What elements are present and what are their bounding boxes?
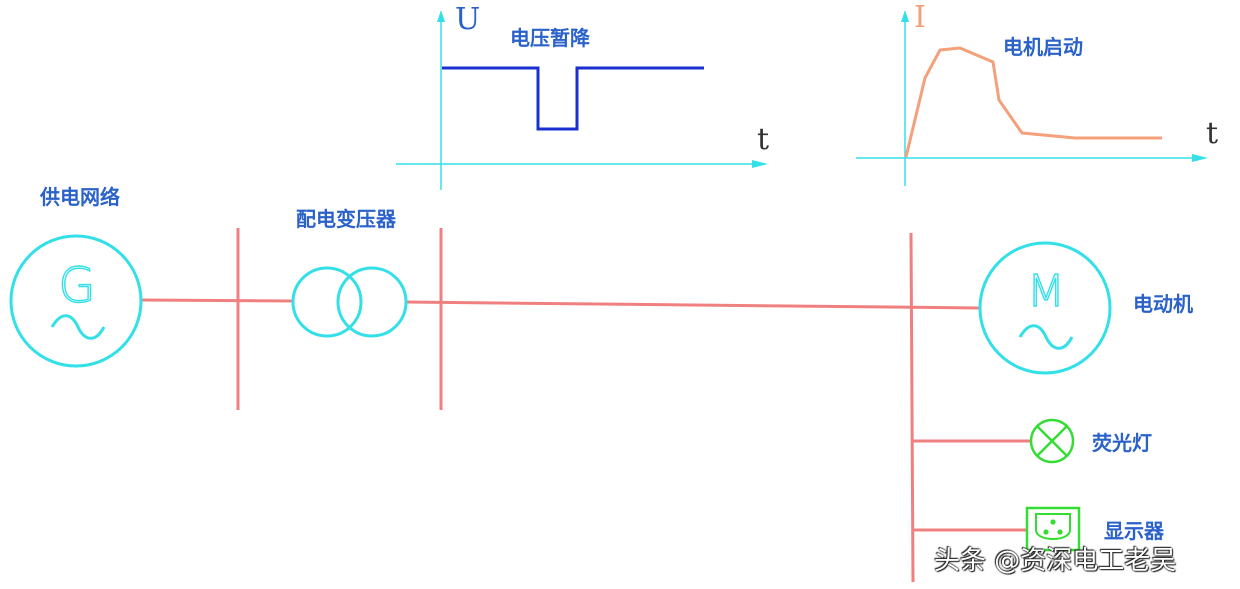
generator-symbol: G <box>9 234 143 368</box>
generator-sine-icon <box>50 314 106 340</box>
monitor-socket-icon <box>1035 513 1071 540</box>
power-lines <box>141 228 1030 583</box>
current-x-axis-label: t <box>1206 116 1219 151</box>
lamp-symbol <box>1029 418 1075 464</box>
motor-circle <box>978 241 1112 375</box>
lamp-circle <box>1029 418 1075 464</box>
watermark: 头条 @资深电工老吴 <box>934 546 1177 576</box>
sag-plot-title: 电压暂降 <box>510 26 590 50</box>
voltage-sag-plot <box>396 10 768 190</box>
voltage-y-axis-label: U <box>455 2 481 37</box>
motor-letter: M <box>1027 266 1065 317</box>
current-x-arrow <box>1192 154 1208 162</box>
monitor-symbol <box>1025 506 1081 552</box>
transformer-symbol <box>291 266 408 338</box>
monitor-label: 显示器 <box>1104 519 1164 543</box>
transformer-label: 配电变压器 <box>296 207 396 231</box>
motor-label: 电动机 <box>1133 292 1193 316</box>
generator-letter: G <box>58 258 95 314</box>
transformer-secondary-winding <box>336 266 408 338</box>
voltage-sag-trace <box>442 66 704 131</box>
motor-sine-icon <box>1018 324 1074 350</box>
feeder-main <box>404 300 981 310</box>
current-y-axis-label: I <box>914 0 926 35</box>
monitor-frame <box>1025 506 1081 552</box>
socket-pin-right <box>1057 529 1063 535</box>
inrush-current-trace <box>904 46 1162 158</box>
socket-pin-top <box>1050 519 1056 525</box>
voltage-y-arrow <box>437 10 445 22</box>
motor-symbol: M <box>978 241 1112 375</box>
voltage-x-arrow <box>752 160 768 168</box>
lamp-label: 荧光灯 <box>1092 431 1152 455</box>
generator-circle <box>9 234 143 368</box>
lamp-cross-2 <box>1036 425 1068 457</box>
start-plot-title: 电机启动 <box>1003 35 1083 59</box>
grid-label: 供电网络 <box>40 185 120 209</box>
voltage-x-axis-label: t <box>757 122 770 157</box>
bus-3 <box>909 232 915 583</box>
motor-start-plot <box>856 10 1208 186</box>
transformer-primary-winding <box>291 266 363 338</box>
feeder-generator <box>141 298 295 303</box>
current-y-arrow <box>901 10 909 22</box>
socket-pin-left <box>1043 529 1049 535</box>
